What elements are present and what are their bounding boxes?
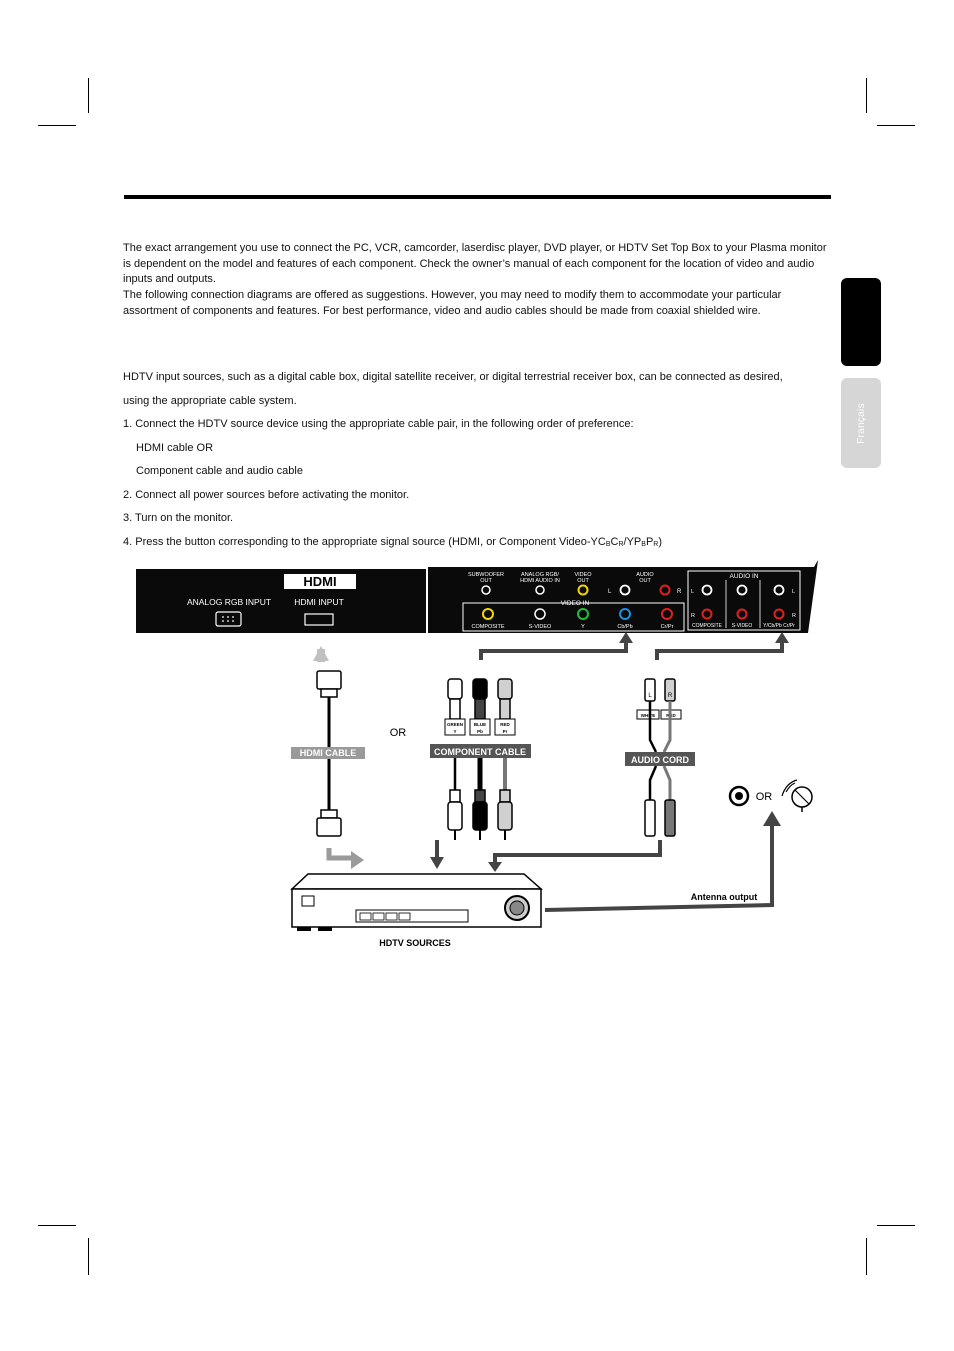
svg-text:R: R	[792, 613, 796, 619]
svg-text:OUT: OUT	[577, 578, 589, 584]
step-1: 1. Connect the HDTV source device using …	[123, 418, 634, 430]
crop-mark	[38, 125, 76, 126]
audio-cord-label-box	[625, 752, 695, 766]
tab-francais-label: Français	[855, 402, 867, 444]
component-cable-label: COMPONENT CABLE	[434, 747, 526, 757]
svg-text:L: L	[691, 589, 694, 595]
tab-english[interactable]	[841, 278, 881, 366]
crop-mark	[877, 1225, 915, 1226]
hdmi-plug-top	[316, 670, 342, 690]
cr-pr-jack	[661, 608, 673, 620]
svg-text:Cb/Pb: Cb/Pb	[617, 624, 632, 630]
video-out-jack	[577, 584, 589, 596]
hdmi-port	[304, 613, 334, 626]
analog-rgb-input-label: ANALOG RGB INPUT	[187, 597, 271, 607]
svg-text:BLUE: BLUE	[474, 722, 486, 727]
intro-paragraph-1: The exact arrangement you use to connect…	[123, 242, 827, 286]
audio-in-label: AUDIO IN	[730, 573, 759, 580]
hdmi-plug-bottom	[316, 817, 342, 837]
svg-text:Pb: Pb	[477, 729, 483, 734]
y-jack	[577, 608, 589, 620]
hdtv-text-line-2: using the appropriate cable system.	[123, 395, 297, 407]
option-hdmi: HDMI cable OR	[136, 442, 214, 454]
hdmi-logo-box	[284, 574, 356, 589]
satellite-dish-icon	[781, 779, 813, 812]
svg-text:R: R	[677, 589, 682, 595]
cb-pb-jack	[619, 608, 631, 620]
audio-out-r-jack	[659, 584, 671, 596]
crop-mark	[88, 78, 89, 113]
or-label-2: OR	[756, 791, 773, 803]
audio-cord-label: AUDIO CORD	[631, 755, 689, 765]
svg-text:S-VIDEO: S-VIDEO	[732, 623, 753, 629]
svg-text:S-VIDEO: S-VIDEO	[529, 624, 552, 630]
or-label-1: OR	[390, 727, 407, 739]
svg-text:COMPOSITE: COMPOSITE	[471, 624, 504, 630]
hdmi-logo: HDMI	[303, 574, 336, 589]
crop-mark	[877, 125, 915, 126]
svg-text:HDMI AUDIO IN: HDMI AUDIO IN	[520, 578, 560, 584]
audio-out-l-jack	[619, 584, 631, 596]
svg-text:SUBWOOFER: SUBWOOFER	[468, 572, 504, 578]
antenna-output-label: Antenna output	[691, 892, 758, 902]
hdmi-input-label: HDMI INPUT	[294, 597, 344, 607]
intro-paragraph-2: The following connection diagrams are of…	[123, 289, 782, 317]
svg-text:Y: Y	[453, 729, 456, 734]
step-3: 3. Turn on the monitor.	[123, 512, 234, 524]
crop-mark	[38, 1225, 76, 1226]
component-cable-label-box	[430, 744, 531, 758]
svg-text:RED: RED	[500, 722, 510, 727]
svg-text:COMPOSITE: COMPOSITE	[692, 623, 723, 629]
crop-mark	[866, 78, 867, 113]
svg-text:Cr/Pr: Cr/Pr	[661, 624, 674, 630]
vga-port	[215, 611, 242, 627]
hdtv-text-line-1: HDTV input sources, such as a digital ca…	[123, 371, 783, 383]
tab-francais[interactable]: Français	[841, 378, 881, 468]
svg-text:R: R	[668, 693, 673, 699]
hdtv-sources-label: HDTV SOURCES	[379, 938, 451, 948]
subwoofer-jack	[481, 585, 491, 595]
rear-panel-left	[136, 569, 426, 633]
svg-text:Pr: Pr	[503, 729, 508, 734]
crop-mark	[866, 1238, 867, 1275]
crop-mark	[88, 1238, 89, 1275]
step-4: 4. Press the button corresponding to the…	[123, 536, 663, 548]
audio-in-jack	[535, 585, 545, 595]
svg-text:R: R	[691, 613, 695, 619]
svg-text:VIDEO: VIDEO	[574, 572, 592, 578]
svg-text:L: L	[792, 589, 795, 595]
svg-text:WHITE: WHITE	[641, 713, 656, 718]
svg-text:Y: Y	[581, 624, 585, 630]
antenna-jack-icon	[728, 785, 750, 807]
svg-text:L: L	[648, 693, 652, 699]
svg-text:L: L	[608, 589, 612, 595]
svg-text:OUT: OUT	[639, 578, 651, 584]
video-in-label: VIDEO IN	[561, 600, 590, 607]
svg-text:ANALOG RGB/: ANALOG RGB/	[521, 572, 559, 578]
svg-text:AUDIO: AUDIO	[636, 572, 654, 578]
svg-text:Y/Cb/Pb Cr/Pr: Y/Cb/Pb Cr/Pr	[763, 623, 795, 629]
rear-panel-right	[428, 560, 818, 633]
s-video-jack	[534, 608, 546, 620]
composite-jack	[482, 608, 494, 620]
svg-text:OUT: OUT	[480, 578, 492, 584]
hdmi-cable-label-box	[291, 747, 365, 759]
header-rule	[124, 195, 831, 199]
option-component: Component cable and audio cable	[136, 465, 303, 477]
hdtv-source-device	[290, 873, 543, 931]
step-2: 2. Connect all power sources before acti…	[123, 489, 410, 501]
hdmi-cable-label: HDMI CABLE	[300, 748, 357, 758]
svg-text:GREEN: GREEN	[447, 722, 463, 727]
connection-diagram: HDMI ANALOG RGB INPUT HDMI INPUT SUBWOOF…	[136, 560, 818, 948]
